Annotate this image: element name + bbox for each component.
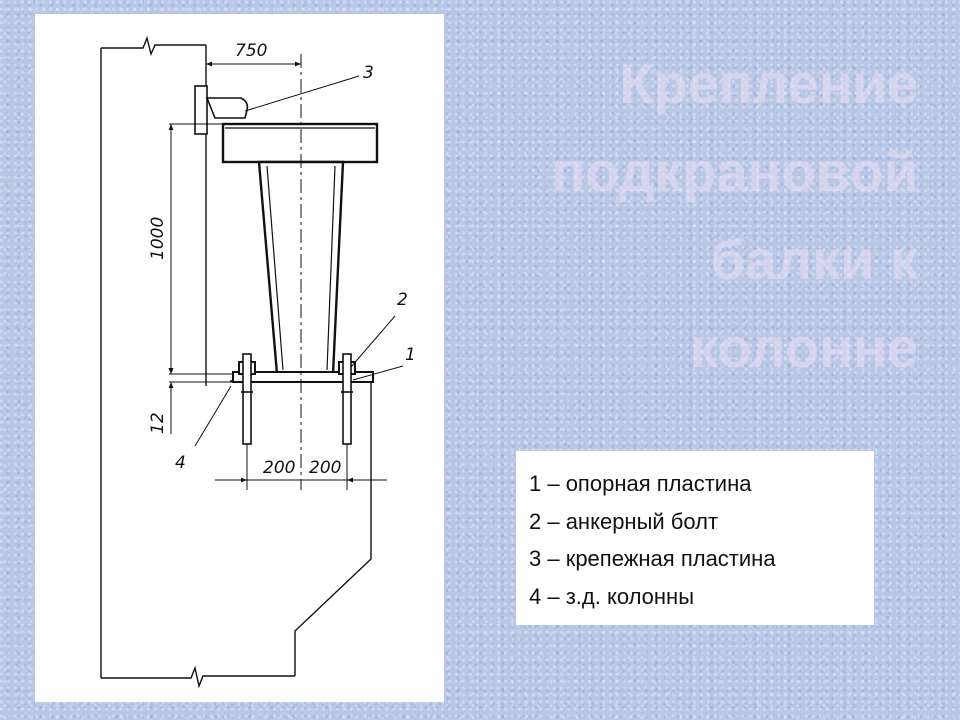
mounting-plate xyxy=(194,85,249,135)
dimension-lines xyxy=(168,61,387,490)
leader-lines xyxy=(194,75,404,447)
dim-1000: 1000 xyxy=(148,217,168,260)
callout-2: 2 xyxy=(397,290,408,310)
crane-beam xyxy=(221,122,379,376)
callout-4: 4 xyxy=(175,453,186,473)
dim-200-left: 200 xyxy=(263,458,295,478)
technical-drawing: 750 1000 12 200 200 3 2 1 4 xyxy=(35,14,444,702)
legend-item-3: 3 – крепежная пластина xyxy=(529,546,776,571)
legend: 1 – опорная пластина 2 – анкерный болт 3… xyxy=(516,451,874,625)
callout-3: 3 xyxy=(363,63,374,83)
legend-item-4: 4 – з.д. колонны xyxy=(529,583,695,609)
dim-750: 750 xyxy=(235,41,267,61)
legend-item-1: 1 – опорная пластина xyxy=(529,471,752,496)
legend-item-2: 2 – анкерный болт xyxy=(529,508,719,534)
dim-12: 12 xyxy=(148,412,168,434)
slide-title: Крепление подкрановой балки к колонне xyxy=(551,52,918,379)
callout-1: 1 xyxy=(405,345,416,365)
drawing-svg: 750 1000 12 200 200 3 2 1 4 xyxy=(100,35,416,689)
dim-200-right: 200 xyxy=(309,458,341,478)
